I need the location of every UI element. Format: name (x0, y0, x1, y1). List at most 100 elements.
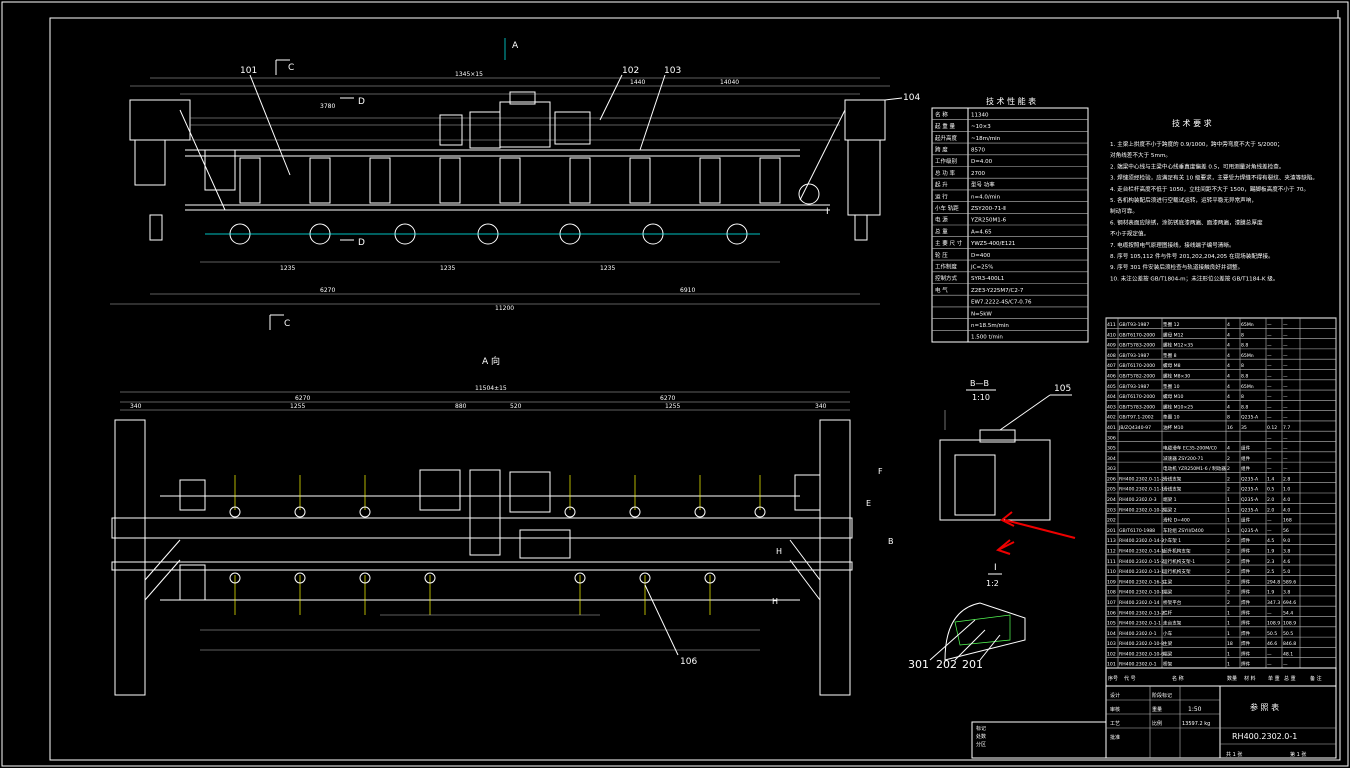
bom-cell: 焊件 (1241, 568, 1251, 575)
svg-text:B: B (888, 537, 894, 546)
bom-cell: RH400.2302.0-11-2 (1119, 476, 1164, 482)
bom-cell: RH400.2302.0-1-1 (1119, 621, 1161, 627)
bom-cell: 7.7 (1283, 425, 1290, 431)
tech-param-label: 起 升 (935, 181, 948, 189)
callout-102: 102 (622, 66, 639, 76)
bom-cell: — (1283, 663, 1288, 668)
bom-cell: RH400.2302.0-10-2 (1119, 507, 1164, 513)
tech-param-label: 起升高度 (935, 134, 958, 142)
tech-req-line: 6. 钢材表面应除锈，涂防锈底漆两遍、面漆两遍，漆膜总厚度 (1110, 218, 1263, 226)
bom-cell: 组件 (1241, 465, 1251, 472)
bom-cell: 焊件 (1241, 609, 1251, 616)
bom-cell: 408 (1107, 353, 1116, 359)
bom-cell: 56 (1283, 528, 1289, 534)
bom-cell: 4.0 (1283, 497, 1290, 503)
bom-cell: — (1283, 354, 1288, 359)
bom-cell: 347.3 (1267, 600, 1280, 606)
bom-cell: 组件 (1241, 455, 1251, 462)
svg-text:H: H (776, 547, 782, 556)
callout-202: 202 (936, 658, 957, 671)
bom-cell: 405 (1107, 384, 1116, 390)
svg-text:3780: 3780 (320, 103, 335, 110)
bom-cell: 8 (1241, 332, 1244, 338)
bom-cell: 端梁 (1163, 589, 1173, 596)
bom-cell: RH400.2302.0-13-1 (1119, 569, 1164, 575)
tech-param-value: 1.500 t/min (971, 335, 1003, 341)
bom-cell: RH400.2302.0-15-2 (1119, 559, 1164, 565)
bom-cell: 16 (1227, 425, 1233, 431)
tech-req-line: 不小于规定值。 (1110, 230, 1149, 238)
bom-cell: 端梁 (1163, 650, 1173, 657)
sheet-count: 共 1 张 (1226, 751, 1242, 758)
bom-cell: 2 (1227, 569, 1230, 575)
bom-cell: 焊件 (1241, 548, 1251, 555)
bom-cell: — (1283, 405, 1288, 410)
bom-cell: 滑线支架 (1163, 486, 1182, 493)
bom-cell: RH400.2302.0-14-2 (1119, 538, 1164, 544)
title-block-label: 重量 (1152, 706, 1162, 713)
bom-cell: 4 (1227, 404, 1230, 410)
bom-cell: Q235-A (1241, 507, 1259, 513)
bom-cell: 50.5 (1267, 631, 1277, 637)
bom-cell: 焊件 (1241, 661, 1251, 668)
svg-text:6270: 6270 (660, 395, 675, 402)
bom-cell: 303 (1107, 466, 1116, 472)
tech-param-value: 2700 (971, 171, 985, 177)
tech-param-value: 11340 (971, 112, 989, 118)
bom-cell: — (1283, 467, 1288, 472)
bom-cell: 65Mn (1241, 353, 1254, 359)
bom-cell: GB/T6170-1988 (1119, 528, 1155, 534)
tech-param-value: 8570 (971, 148, 985, 154)
svg-text:F: F (878, 467, 883, 476)
tech-req-line: 3. 焊缝须经检验，应满足有关 10 级要求，主要受力焊缝不得有裂纹、夹渣等缺陷… (1110, 174, 1318, 182)
bom-cell: 65Mn (1241, 322, 1254, 328)
bom-cell: — (1283, 457, 1288, 462)
tech-req-line: 对角线差不大于 5mm。 (1110, 151, 1171, 159)
bom-cell: 4 (1227, 384, 1230, 390)
svg-text:6270: 6270 (295, 395, 310, 402)
section-d-bottom: D (358, 238, 365, 248)
bom-cell: 1.4 (1267, 476, 1274, 482)
bom-cell: 589.6 (1283, 579, 1296, 585)
bom-cell: RH400.2302.0-10-8 (1119, 641, 1164, 647)
title-block: 参 照 表 RH400.2302.0-1 1:50 13597.2 kg 共 1… (971, 685, 1337, 759)
bom-cell: 2.5 (1267, 569, 1274, 575)
bom-cell: 8.8 (1241, 404, 1248, 410)
tech-param-value: ~18m/min (971, 136, 1001, 142)
bom-cell: GB/T6170-2000 (1119, 394, 1155, 400)
bom-cell: 54.4 (1283, 610, 1293, 616)
callout-105: 105 (1054, 384, 1071, 394)
bom-cell: 主梁 (1163, 640, 1173, 647)
bom-cell: 1 (1227, 651, 1230, 657)
bom-cell: Q235-A (1241, 415, 1259, 421)
detail-i-view: I 1:2 301 202 201 (908, 539, 1026, 671)
bom-cell: Q235-A (1241, 497, 1259, 503)
bom-cell: 304 (1107, 456, 1116, 462)
tech-params-title: 技 术 性 能 表 (986, 96, 1036, 106)
bom-cell: 1 (1227, 631, 1230, 637)
title-block-label: 设计 (1110, 692, 1120, 699)
tech-param-value: YWZ5-400/E121 (970, 241, 1015, 247)
bom-cell: 1 (1227, 507, 1230, 513)
callout-104: 104 (903, 93, 920, 103)
bom-cell: 垫圈 12 (1163, 321, 1180, 328)
bom-cell: 50.5 (1283, 631, 1293, 637)
bom-cell: — (1283, 364, 1288, 369)
bom-cell: 小车 (1163, 630, 1173, 637)
tech-param-value: 型号 功率 (971, 181, 995, 189)
bom-cell: 2 (1227, 466, 1230, 472)
tech-param-value: n=18.5m/min (971, 323, 1009, 329)
sheet-inner-border (49, 17, 1341, 761)
bom-cell: 108 (1107, 590, 1116, 596)
bom-cell: 48.1 (1283, 651, 1293, 657)
bom-header-cell: 备 注 (1310, 675, 1322, 682)
bom-cell: 焊件 (1241, 578, 1251, 585)
bom-cell: 201 (1107, 528, 1116, 534)
bom-cell: 206 (1107, 476, 1116, 482)
bom-cell: 1 (1227, 621, 1230, 627)
detail-i-marker[interactable] (798, 183, 820, 205)
svg-text:H: H (772, 597, 778, 606)
drawing-name: 参 照 表 (1250, 702, 1279, 712)
tech-param-value: ~10×3 (971, 124, 991, 130)
